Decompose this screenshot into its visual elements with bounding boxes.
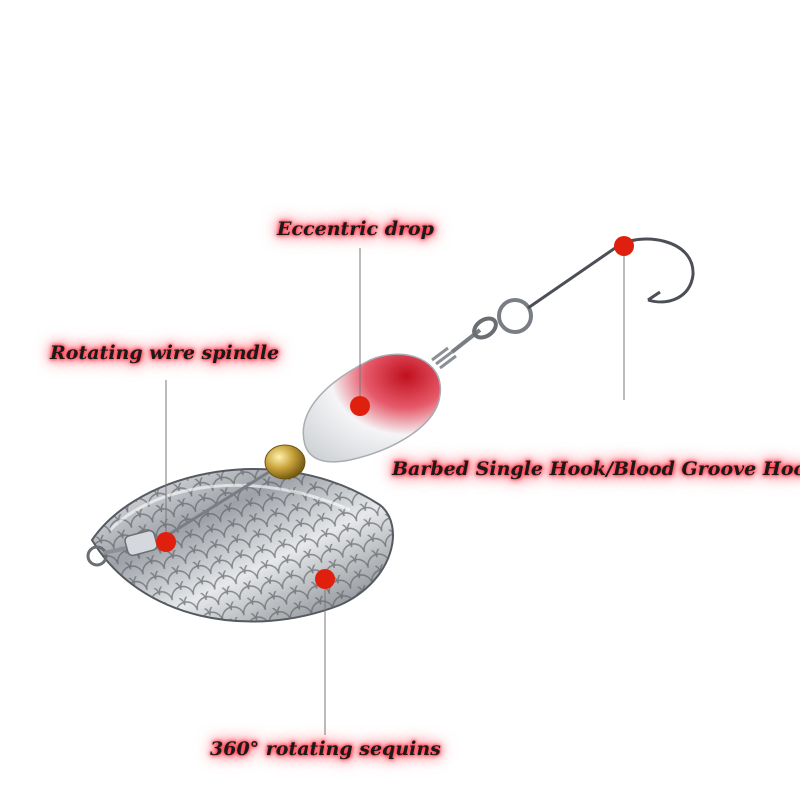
eccentric-marker xyxy=(350,396,370,416)
barbed-hook xyxy=(527,237,695,310)
hook-barb xyxy=(647,290,661,302)
eccentric-drop-body xyxy=(302,353,442,463)
spindle-clevis xyxy=(86,529,158,567)
eccentric-drop-label: Eccentric drop xyxy=(277,218,434,240)
barbed-hook-label: Barbed Single Hook/Blood Groove Hoo xyxy=(392,458,800,480)
rotating-wire-spindle-label: Rotating wire spindle xyxy=(50,342,280,364)
brass-bead xyxy=(264,444,306,480)
rotating-sequins-label: 360° rotating sequins xyxy=(210,738,441,760)
swivel-connector xyxy=(431,298,533,370)
sequins-marker xyxy=(315,569,335,589)
wire-shaft xyxy=(159,460,286,542)
hook-marker xyxy=(614,236,634,256)
spindle-marker xyxy=(156,532,176,552)
